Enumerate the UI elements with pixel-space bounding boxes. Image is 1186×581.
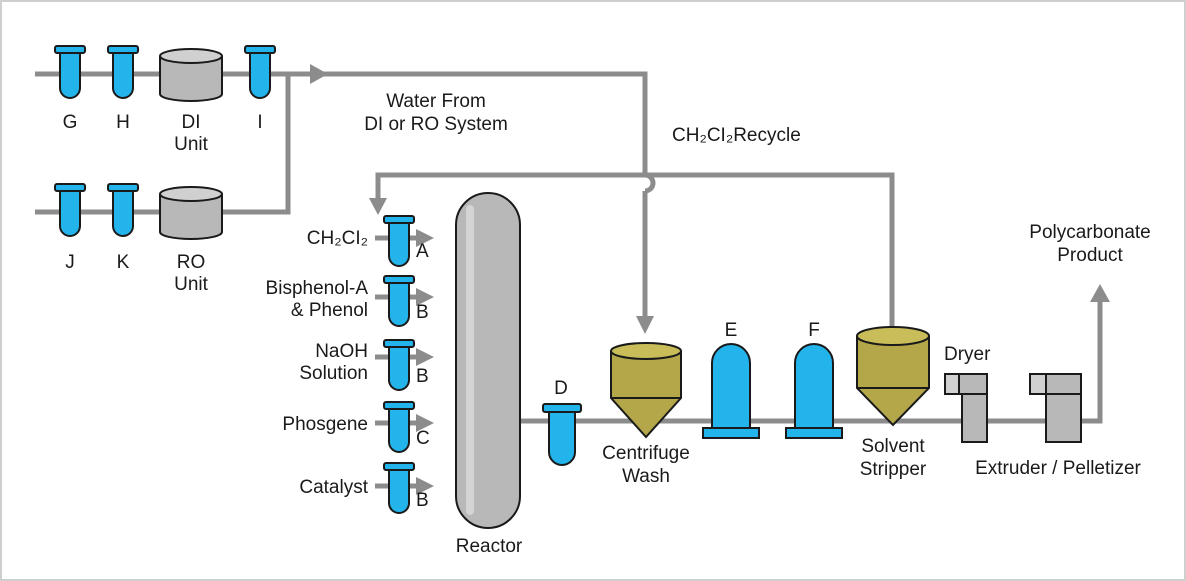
reactor-icon <box>455 192 521 529</box>
label-g: G <box>63 112 78 133</box>
solvent-stripper-icon <box>856 326 930 427</box>
tank-j-icon <box>54 183 86 237</box>
label-product-line1: Polycarbonate <box>1029 222 1150 243</box>
tank-h-icon <box>107 45 139 99</box>
label-di-unit-line2: Unit <box>174 134 209 155</box>
tank-f-icon <box>785 343 843 439</box>
label-centrifuge-line2: Wash <box>622 466 670 487</box>
label-f: F <box>808 320 820 341</box>
tank-e-icon <box>702 343 760 439</box>
label-catalyst: Catalyst <box>299 477 368 498</box>
label-water-line2: DI or RO System <box>364 114 508 135</box>
arrow-to-centrifuge <box>636 316 654 334</box>
arrow-feed-b2 <box>416 348 434 366</box>
arrow-feed-b3 <box>416 477 434 495</box>
label-b1: B <box>416 302 429 323</box>
label-i: I <box>257 112 262 133</box>
arrow-feed-c <box>416 414 434 432</box>
tank-b2-icon <box>383 339 415 391</box>
tank-b1-icon <box>383 275 415 327</box>
label-ro-unit-line2: Unit <box>174 274 209 295</box>
label-di-unit-line1: DI <box>182 112 201 133</box>
label-water-line1: Water From <box>386 91 486 112</box>
arrow-feed-b1 <box>416 288 434 306</box>
label-d: D <box>554 378 568 399</box>
tank-g-icon <box>54 45 86 99</box>
label-e: E <box>725 320 738 341</box>
label-b3: B <box>416 490 429 511</box>
ro-unit-icon <box>159 186 223 240</box>
arrow-recycle <box>369 198 387 215</box>
arrow-product <box>1090 284 1110 302</box>
centrifuge-wash-icon <box>610 342 682 439</box>
tank-i-icon <box>244 45 276 99</box>
tank-b3-icon <box>383 462 415 514</box>
label-c: C <box>416 428 430 449</box>
label-bisphenol-line1: Bisphenol-A <box>266 278 369 299</box>
tank-d-icon <box>542 403 582 466</box>
di-unit-icon <box>159 48 223 102</box>
label-stripper-line2: Stripper <box>860 459 927 480</box>
tank-c-icon <box>383 401 415 453</box>
label-ch2cl2: CH₂CI₂ <box>307 228 368 249</box>
extruder-pelletizer-icon <box>1029 373 1082 443</box>
label-h: H <box>116 112 130 133</box>
label-dryer: Dryer <box>944 344 991 365</box>
label-reactor: Reactor <box>456 536 523 557</box>
arrow-water-flow <box>310 64 328 84</box>
label-bisphenol-line2: & Phenol <box>291 300 368 321</box>
label-ro-unit-line1: RO <box>177 252 206 273</box>
recycle-pipe <box>375 172 895 330</box>
water-feed-pipe <box>35 71 648 175</box>
label-recycle: CH₂CI₂Recycle <box>672 125 801 146</box>
label-j: J <box>65 252 75 273</box>
label-product-line2: Product <box>1057 245 1123 266</box>
label-naoh-line2: Solution <box>299 363 368 384</box>
label-centrifuge-line1: Centrifuge <box>602 443 690 464</box>
label-extruder: Extruder / Pelletizer <box>975 458 1141 479</box>
label-k: K <box>117 252 130 273</box>
label-a: A <box>416 241 429 262</box>
dryer-icon <box>944 373 988 443</box>
arrow-feed-a <box>416 229 434 247</box>
label-phosgene: Phosgene <box>282 414 368 435</box>
tank-k-icon <box>107 183 139 237</box>
label-stripper-line1: Solvent <box>861 436 925 457</box>
label-b2: B <box>416 366 429 387</box>
label-naoh-line1: NaOH <box>315 341 368 362</box>
tank-a-icon <box>383 215 415 267</box>
